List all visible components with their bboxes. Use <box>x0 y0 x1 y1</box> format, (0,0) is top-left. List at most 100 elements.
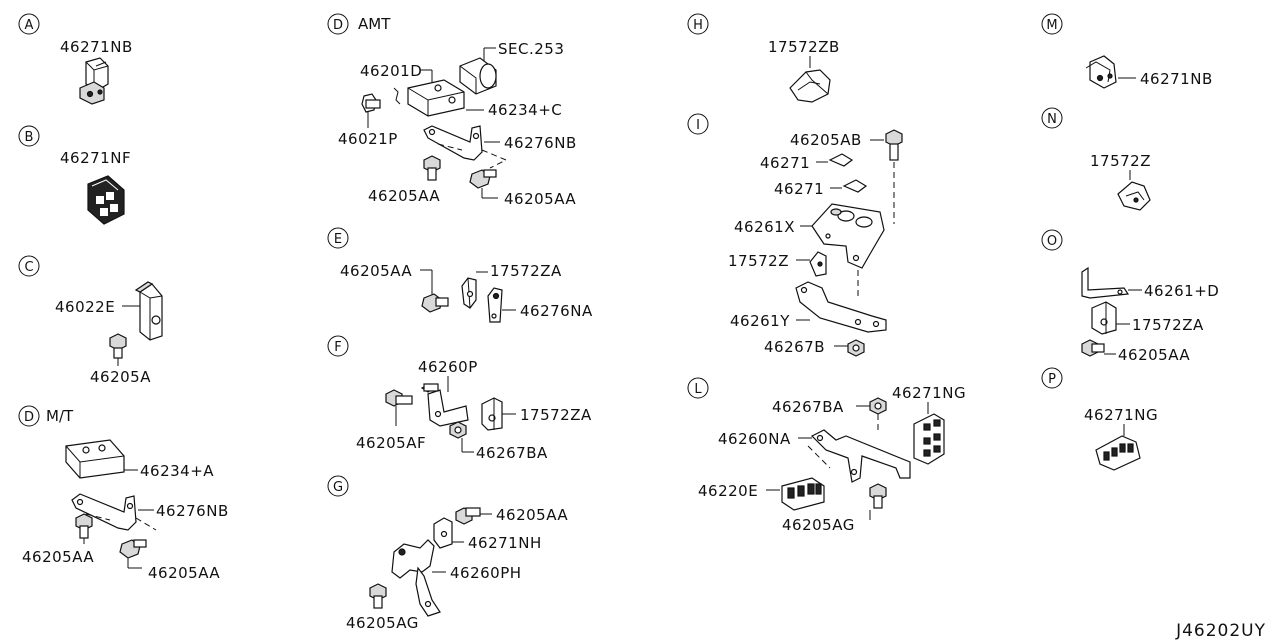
part-label-46261X: 46261X <box>734 218 795 236</box>
part-label-46267B: 46267B <box>764 338 825 356</box>
part-label-46205AG-g: 46205AG <box>346 614 419 632</box>
part-label-46271NF: 46271NF <box>60 149 131 167</box>
part-label-46260NA: 46260NA <box>718 430 791 448</box>
part-label-46267BA-f: 46267BA <box>476 444 548 462</box>
section-g-marker <box>327 475 349 497</box>
bolt-46205AA-o-drawing <box>1081 339 1105 357</box>
part-label-46271-2: 46271 <box>774 180 824 198</box>
part-label-46205A: 46205A <box>90 368 151 386</box>
part-label-46205AA-mt-2: 46205AA <box>148 564 220 582</box>
part-label-17572Z-i: 17572Z <box>728 252 789 270</box>
clip-46271NB-m-drawing <box>1085 55 1117 89</box>
clip-46271NG-p-drawing <box>1095 435 1141 471</box>
section-e-letter: E <box>334 232 342 247</box>
section-a: A 46271NB <box>18 13 133 105</box>
section-b-marker <box>18 125 40 147</box>
section-o: O 46261+D 17572ZA 46205AA <box>1041 229 1219 364</box>
clip-17572ZA-e-drawing <box>461 277 477 309</box>
bracket-46276NB-amt-drawing <box>423 125 483 161</box>
section-c-letter: C <box>24 260 33 275</box>
part-label-17572ZA-e: 17572ZA <box>490 262 562 280</box>
clip-46271-2-drawing <box>842 179 868 193</box>
part-label-46267BA-l: 46267BA <box>772 398 844 416</box>
section-d-mt-marker <box>18 405 40 427</box>
bracket-46261X-drawing <box>811 203 885 269</box>
clip-17572ZA-o-drawing <box>1091 301 1117 335</box>
section-g: G 46205AA 46271NH 46260PH 46205AG <box>327 475 568 632</box>
bolt-46205AG-g-drawing <box>369 583 387 609</box>
bolt-46205AA-mt-1 <box>75 513 93 539</box>
clip-17572ZB-drawing <box>789 69 831 103</box>
section-d-amt-letter: D <box>333 18 343 33</box>
section-d-mt-letter: D <box>24 410 34 425</box>
section-n: N 17572Z <box>1041 107 1151 211</box>
clip-46271NF-drawing <box>87 175 125 225</box>
block-46234C-drawing <box>407 79 465 117</box>
part-label-46271NB: 46271NB <box>60 38 133 56</box>
part-label-SEC253: SEC.253 <box>498 40 564 58</box>
pin-46021P-drawing <box>361 93 381 113</box>
section-e-marker <box>327 227 349 249</box>
section-p-letter: P <box>1048 372 1056 387</box>
clip-46201D-drawing <box>393 87 401 105</box>
part-label-46276NB-mt: 46276NB <box>156 502 229 520</box>
section-m-marker <box>1041 13 1063 35</box>
section-p: P 46271NG <box>1041 367 1158 471</box>
section-m-letter: M <box>1046 18 1057 33</box>
bolt-46205AA-mt-2 <box>119 539 147 559</box>
bolt-46205AF-drawing <box>385 389 413 407</box>
bolt-46205AG-l-drawing <box>869 483 887 509</box>
part-label-46276NA-e: 46276NA <box>520 302 593 320</box>
block-46234A-drawing <box>65 439 125 479</box>
section-n-marker <box>1041 107 1063 129</box>
nut-46267BA-l-drawing <box>869 397 887 415</box>
part-label-17572Z-n: 17572Z <box>1090 152 1151 170</box>
section-m: M 46271NB <box>1041 13 1213 89</box>
nut-46267BA-f-drawing <box>449 421 467 439</box>
section-l-letter: L <box>694 382 702 397</box>
section-p-marker <box>1041 367 1063 389</box>
part-label-46205AA-amt-2: 46205AA <box>504 190 576 208</box>
part-label-46261Y: 46261Y <box>730 312 790 330</box>
section-d-amt: D AMT SEC.253 46201D 46234+C 46021P <box>327 13 577 208</box>
bolt-46205AB-drawing <box>885 129 903 161</box>
section-i-marker <box>687 113 709 135</box>
part-label-17572ZB: 17572ZB <box>768 38 840 56</box>
part-label-46205AB: 46205AB <box>790 131 862 149</box>
part-label-46234C: 46234+C <box>488 101 562 119</box>
section-d-amt-title: AMT <box>358 15 391 33</box>
part-label-46205AA-amt-1: 46205AA <box>368 187 440 205</box>
bolt-46205AA-amt-2 <box>469 169 497 189</box>
section-i: I 46205AB 46271 46271 46261X 17572Z <box>687 113 903 357</box>
part-label-46205AA-g: 46205AA <box>496 506 568 524</box>
bracket-46260NA-drawing <box>810 429 911 483</box>
bracket-46261D-drawing <box>1081 266 1130 299</box>
section-b-letter: B <box>25 130 34 145</box>
part-label-46271-1: 46271 <box>760 154 810 172</box>
diagram-id: J46202UY <box>1175 621 1266 640</box>
section-a-letter: A <box>25 18 34 33</box>
part-label-46260PH: 46260PH <box>450 564 522 582</box>
actuator-drawing <box>459 57 497 95</box>
part-label-46234A: 46234+A <box>140 462 214 480</box>
section-h: H 17572ZB <box>687 13 840 103</box>
section-o-marker <box>1041 229 1063 251</box>
bolt-46205A-drawing <box>109 333 127 359</box>
clip-46271NB-drawing <box>79 57 109 105</box>
section-i-letter: I <box>696 118 700 133</box>
bolt-46205AA-e-drawing <box>421 293 449 313</box>
clip-46271NH-drawing <box>433 517 453 549</box>
part-label-46271NG-p: 46271NG <box>1084 406 1158 424</box>
bracket-46276NA-e-drawing <box>487 287 503 323</box>
part-label-46271NH: 46271NH <box>468 534 542 552</box>
part-label-46205AF: 46205AF <box>356 434 426 452</box>
section-d-amt-marker <box>327 13 349 35</box>
section-l: L 46267BA 46271NG 46260NA 46220E <box>687 377 966 534</box>
section-g-letter: G <box>333 480 343 495</box>
section-b: B 46271NF <box>18 125 131 225</box>
part-label-46205AA-e: 46205AA <box>340 262 412 280</box>
part-label-46276NB-amt: 46276NB <box>504 134 577 152</box>
part-label-46271NB-m: 46271NB <box>1140 70 1213 88</box>
part-label-46205AG-l: 46205AG <box>782 516 855 534</box>
part-label-17572ZA-o: 17572ZA <box>1132 316 1204 334</box>
